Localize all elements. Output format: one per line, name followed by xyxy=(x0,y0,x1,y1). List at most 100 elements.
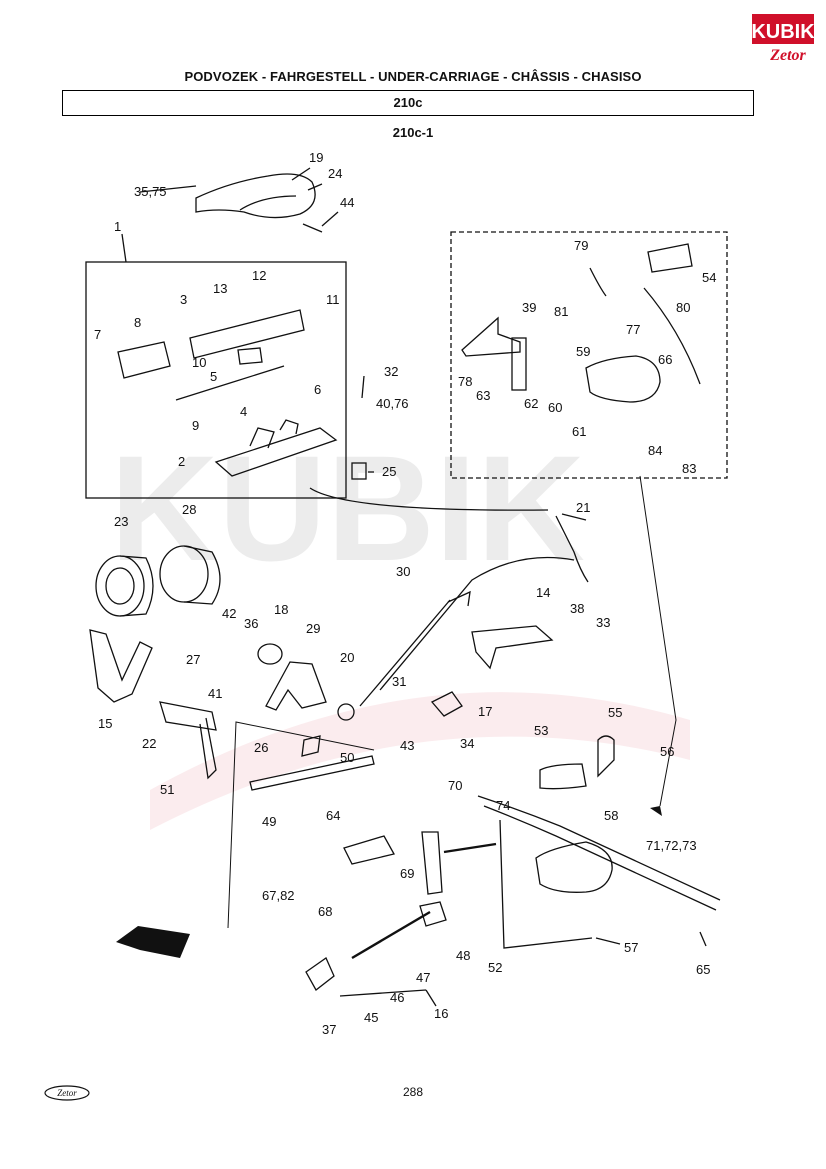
callout-label: 20 xyxy=(340,650,354,665)
callout-label: 30 xyxy=(396,564,410,579)
callout-label: 66 xyxy=(658,352,672,367)
callout-label: 31 xyxy=(392,674,406,689)
callout-label: 54 xyxy=(702,270,716,285)
callout-label: 9 xyxy=(192,418,199,433)
callout-label: 34 xyxy=(460,736,474,751)
callout-label: 36 xyxy=(244,616,258,631)
part-64 xyxy=(343,835,395,865)
callout-label: 18 xyxy=(274,602,288,617)
callout-label: 12 xyxy=(252,268,266,283)
callout-label: 64 xyxy=(326,808,340,823)
callout-label: 69 xyxy=(400,866,414,881)
callout-label: 68 xyxy=(318,904,332,919)
figure-code: 210c-1 xyxy=(392,125,434,140)
page-number: 288 xyxy=(402,1085,424,1099)
direction-arrow xyxy=(116,926,190,958)
callout-label: 16 xyxy=(434,1006,448,1021)
callout-label: 2 xyxy=(178,454,185,469)
kubik-logo: KUBIK Zetor xyxy=(752,14,814,64)
part-63 xyxy=(421,831,443,895)
callout-label: 52 xyxy=(488,960,502,975)
callout-label: 39 xyxy=(522,300,536,315)
callout-label: 28 xyxy=(182,502,196,517)
callout-label: 55 xyxy=(608,705,622,720)
callout-label: 38 xyxy=(570,601,584,616)
callout-label: 49 xyxy=(262,814,276,829)
page-title: PODVOZEK - FAHRGESTELL - UNDER-CARRIAGE … xyxy=(184,69,642,84)
callout-label: 51 xyxy=(160,782,174,797)
callout-label: 14 xyxy=(536,585,550,600)
callout-label: 13 xyxy=(213,281,227,296)
callout-label: 63 xyxy=(476,388,490,403)
watermark-swoosh xyxy=(150,692,690,830)
part-2 xyxy=(214,427,338,477)
assembly-box-1 xyxy=(85,261,347,499)
part-49 xyxy=(249,755,375,791)
part-55 xyxy=(597,735,615,778)
part-14 xyxy=(471,625,554,670)
callout-label: 45 xyxy=(364,1010,378,1025)
callout-label: 79 xyxy=(574,238,588,253)
part-77 xyxy=(585,355,661,403)
callout-label: 23 xyxy=(114,514,128,529)
callout-label: 50 xyxy=(340,750,354,765)
callout-label: 44 xyxy=(340,195,354,210)
part-15 xyxy=(89,629,153,703)
callout-label: 7 xyxy=(94,327,101,342)
callout-label: 41 xyxy=(208,686,222,701)
callout-label: 74 xyxy=(496,798,510,813)
callout-label: 56 xyxy=(660,744,674,759)
callout-label: 10 xyxy=(192,355,206,370)
exploded-parts-diagram: KUBIK xyxy=(85,150,728,1037)
callout-label: 4 xyxy=(240,404,247,419)
callout-label: 71,72,73 xyxy=(646,838,697,853)
part-19 xyxy=(195,173,316,219)
part-54-lower xyxy=(539,763,587,790)
callout-label: 6 xyxy=(314,382,321,397)
part-17 xyxy=(430,691,463,717)
callout-label: 35,75 xyxy=(134,184,167,199)
callout-label: 40,76 xyxy=(376,396,409,411)
maker-logo-text: Zetor xyxy=(57,1088,77,1098)
callout-label: 24 xyxy=(328,166,342,181)
callout-label: 17 xyxy=(478,704,492,719)
callout-label: 5 xyxy=(210,369,217,384)
callout-label: 1 xyxy=(114,219,121,234)
part-29 xyxy=(265,661,327,711)
callout-label: 58 xyxy=(604,808,618,823)
callout-label: 22 xyxy=(142,736,156,751)
callout-label: 8 xyxy=(134,315,141,330)
logo-sub: Zetor xyxy=(769,47,806,64)
callout-label: 80 xyxy=(676,300,690,315)
part-48 xyxy=(419,901,447,927)
callout-label: 37 xyxy=(322,1022,336,1037)
part-54 xyxy=(647,243,693,273)
callout-labels: 19 24 35,75 44 1 12 13 11 3 8 7 10 5 6 9… xyxy=(94,150,716,1037)
callout-label: 59 xyxy=(576,344,590,359)
callout-label: 81 xyxy=(554,304,568,319)
callout-label: 83 xyxy=(682,461,696,476)
callout-label: 53 xyxy=(534,723,548,738)
callout-label: 11 xyxy=(326,292,340,307)
callout-label: 42 xyxy=(222,606,236,621)
callout-label: 60 xyxy=(548,400,562,415)
callout-label: 26 xyxy=(254,740,268,755)
callout-label: 15 xyxy=(98,716,112,731)
callout-label: 70 xyxy=(448,778,462,793)
callout-label: 27 xyxy=(186,652,200,667)
callout-label: 32 xyxy=(384,364,398,379)
callout-label: 43 xyxy=(400,738,414,753)
callout-label: 25 xyxy=(382,464,396,479)
assembly-box-54 xyxy=(450,231,728,479)
callout-label: 57 xyxy=(624,940,638,955)
callout-label: 84 xyxy=(648,443,662,458)
section-code: 210c xyxy=(62,90,754,116)
callout-label: 21 xyxy=(576,500,590,515)
callout-label: 46 xyxy=(390,990,404,1005)
callout-label: 19 xyxy=(309,150,323,165)
part-47 xyxy=(351,910,431,960)
callout-label: 62 xyxy=(524,396,538,411)
logo-text: KUBIK xyxy=(752,21,814,43)
callout-label: 78 xyxy=(458,374,472,389)
part-22 xyxy=(159,701,217,731)
